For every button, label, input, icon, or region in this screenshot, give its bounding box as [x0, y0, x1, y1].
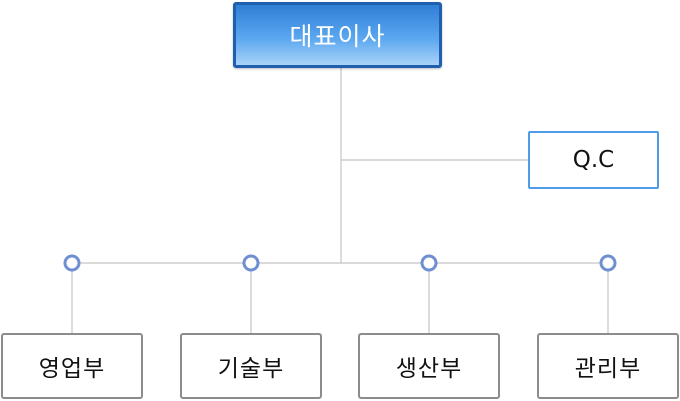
ceo-box: 대표이사 — [233, 2, 442, 68]
department-label: 관리부 — [574, 356, 642, 382]
department-label: 영업부 — [38, 356, 106, 382]
department-box-production: 생산부 — [358, 333, 500, 399]
qc-box: Q.C — [528, 131, 659, 189]
junction-node-3 — [599, 254, 617, 272]
department-box-management: 관리부 — [537, 333, 679, 399]
department-box-sales: 영업부 — [1, 333, 143, 399]
junction-node-2 — [420, 254, 438, 272]
qc-label: Q.C — [572, 147, 615, 173]
department-label: 기술부 — [217, 356, 285, 382]
junction-node-0 — [63, 254, 81, 272]
department-box-technology: 기술부 — [180, 333, 322, 399]
junction-node-1 — [242, 254, 260, 272]
ceo-label: 대표이사 — [289, 22, 386, 51]
department-label: 생산부 — [395, 356, 463, 382]
